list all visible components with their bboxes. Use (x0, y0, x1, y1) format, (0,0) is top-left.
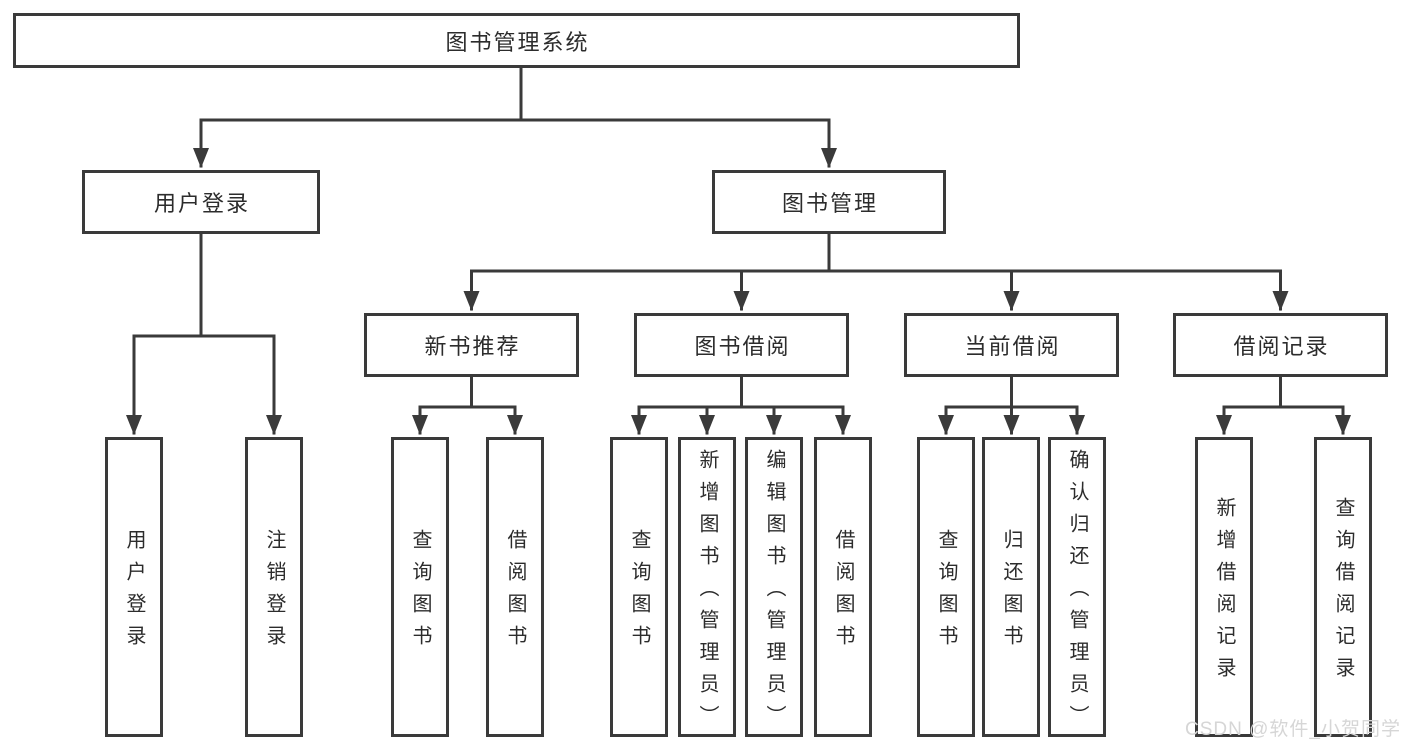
leaf-query-books-current-label: 查询图书 (935, 529, 957, 657)
leaf-return-book: 归还图书 (982, 437, 1040, 737)
node-borrow-records: 借阅记录 (1173, 313, 1388, 377)
leaf-query-books-borrow-label: 查询图书 (628, 529, 650, 657)
node-book-borrow: 图书借阅 (634, 313, 849, 377)
leaf-edit-book-admin-label: 编辑图书（管理员） (763, 449, 785, 737)
leaf-add-borrow-record: 新增借阅记录 (1195, 437, 1253, 737)
leaf-add-borrow-record-label: 新增借阅记录 (1213, 497, 1235, 689)
csdn-watermark: CSDN @软件_小贺同学 (1185, 719, 1401, 740)
node-root-label: 图书管理系统 (445, 29, 590, 55)
node-root: 图书管理系统 (13, 13, 1020, 68)
leaf-user-login: 用户登录 (105, 437, 163, 737)
connector-book-borrow-branch (631, 375, 851, 435)
leaf-query-borrow-record-label: 查询借阅记录 (1332, 497, 1354, 689)
leaf-logout: 注销登录 (245, 437, 303, 737)
leaf-logout-label: 注销登录 (263, 529, 285, 657)
leaf-borrow-books-recommend-label: 借阅图书 (504, 529, 526, 657)
node-new-book-recommend-label: 新书推荐 (424, 334, 521, 359)
connector-current-borrow-branch (938, 375, 1085, 435)
connector-user-login-branch (126, 232, 282, 435)
connector-borrow-records-branch (1216, 375, 1351, 435)
connector-new-book-branch (412, 375, 523, 435)
connector-root-to-level2 (193, 64, 837, 168)
node-book-management-label: 图书管理 (781, 191, 878, 216)
leaf-add-book-admin-label: 新增图书（管理员） (696, 449, 718, 737)
node-user-login-label: 用户登录 (153, 191, 250, 216)
node-borrow-records-label: 借阅记录 (1233, 334, 1330, 359)
leaf-query-books-recommend: 查询图书 (391, 437, 449, 737)
node-book-borrow-label: 图书借阅 (694, 334, 791, 359)
node-current-borrow: 当前借阅 (904, 313, 1119, 377)
leaf-confirm-return-admin: 确认归还（管理员） (1048, 437, 1106, 737)
leaf-add-book-admin: 新增图书（管理员） (678, 437, 736, 737)
leaf-borrow-books: 借阅图书 (814, 437, 872, 737)
leaf-confirm-return-admin-label: 确认归还（管理员） (1066, 449, 1088, 737)
leaf-return-book-label: 归还图书 (1000, 529, 1022, 657)
leaf-user-login-label: 用户登录 (123, 529, 145, 657)
leaf-query-books-recommend-label: 查询图书 (409, 529, 431, 657)
node-book-management: 图书管理 (712, 170, 946, 234)
leaf-edit-book-admin: 编辑图书（管理员） (745, 437, 803, 737)
node-current-borrow-label: 当前借阅 (964, 334, 1061, 359)
leaf-borrow-books-label: 借阅图书 (832, 529, 854, 657)
leaf-borrow-books-recommend: 借阅图书 (486, 437, 544, 737)
leaf-query-books-current: 查询图书 (917, 437, 975, 737)
leaf-query-borrow-record: 查询借阅记录 (1314, 437, 1372, 737)
connector-book-management-branch (463, 232, 1289, 311)
node-new-book-recommend: 新书推荐 (364, 313, 579, 377)
node-user-login: 用户登录 (82, 170, 320, 234)
leaf-query-books-borrow: 查询图书 (610, 437, 668, 737)
